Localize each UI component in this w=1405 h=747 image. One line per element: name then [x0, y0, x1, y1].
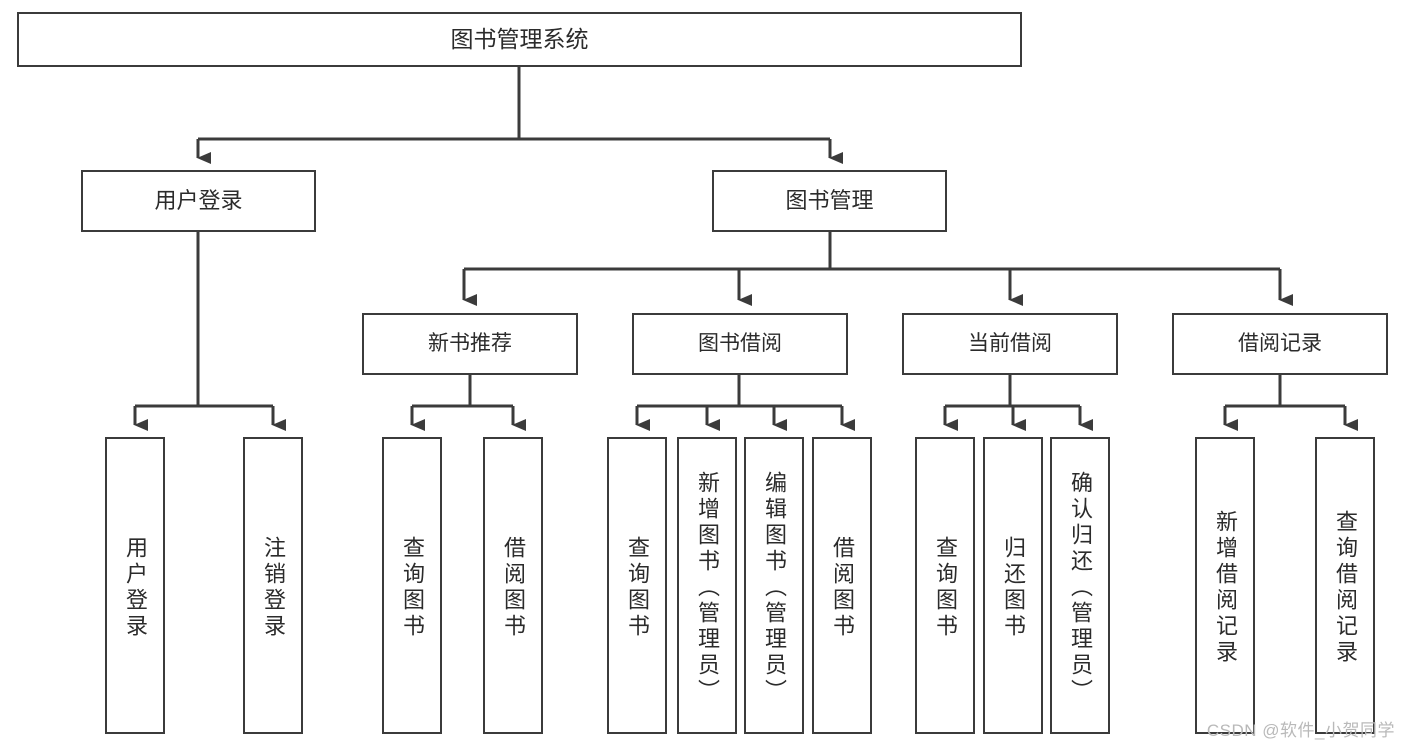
- leaf-add-book-label: 新增图书（管理员）: [695, 470, 720, 705]
- leaf-query-record-label: 查询借阅记录: [1333, 509, 1358, 666]
- leaf-user-logout-label: 注销登录: [261, 535, 286, 640]
- leaf-borrow-book-1[interactable]: 借阅图书: [483, 437, 543, 734]
- leaf-user-login[interactable]: 用户登录: [105, 437, 165, 734]
- node-book-borrow[interactable]: 图书借阅: [632, 313, 848, 375]
- leaf-confirm-return-label: 确认归还（管理员）: [1068, 470, 1093, 705]
- leaf-add-record-label: 新增借阅记录: [1213, 509, 1238, 666]
- leaf-edit-book[interactable]: 编辑图书（管理员）: [744, 437, 804, 734]
- leaf-query-book-2[interactable]: 查询图书: [607, 437, 667, 734]
- node-book-manage-label: 图书管理: [785, 188, 874, 214]
- leaf-edit-book-label: 编辑图书（管理员）: [762, 470, 787, 705]
- node-current-borrow-label: 当前借阅: [968, 331, 1052, 355]
- node-root-label: 图书管理系统: [450, 26, 589, 53]
- leaf-query-book-1[interactable]: 查询图书: [382, 437, 442, 734]
- node-book-borrow-label: 图书借阅: [698, 331, 782, 355]
- node-user-login-label: 用户登录: [154, 188, 243, 214]
- leaf-confirm-return[interactable]: 确认归还（管理员）: [1050, 437, 1110, 734]
- node-current-borrow[interactable]: 当前借阅: [902, 313, 1118, 375]
- node-borrow-record[interactable]: 借阅记录: [1172, 313, 1388, 375]
- node-root[interactable]: 图书管理系统: [17, 12, 1022, 67]
- csdn-watermark: CSDN @软件_小贺同学: [1206, 721, 1395, 740]
- leaf-borrow-book-1-label: 借阅图书: [501, 535, 526, 640]
- leaf-user-login-label: 用户登录: [123, 535, 148, 640]
- leaf-query-book-2-label: 查询图书: [625, 535, 650, 640]
- leaf-borrow-book-2[interactable]: 借阅图书: [812, 437, 872, 734]
- leaf-return-book-label: 归还图书: [1001, 535, 1026, 640]
- leaf-query-book-1-label: 查询图书: [400, 535, 425, 640]
- leaf-add-book[interactable]: 新增图书（管理员）: [677, 437, 737, 734]
- leaf-return-book[interactable]: 归还图书: [983, 437, 1043, 734]
- node-new-book-recommend[interactable]: 新书推荐: [362, 313, 578, 375]
- node-user-login[interactable]: 用户登录: [81, 170, 316, 232]
- node-new-book-recommend-label: 新书推荐: [428, 331, 512, 355]
- leaf-user-logout[interactable]: 注销登录: [243, 437, 303, 734]
- leaf-borrow-book-2-label: 借阅图书: [830, 535, 855, 640]
- leaf-query-record[interactable]: 查询借阅记录: [1315, 437, 1375, 734]
- leaf-add-record[interactable]: 新增借阅记录: [1195, 437, 1255, 734]
- node-borrow-record-label: 借阅记录: [1238, 331, 1322, 355]
- leaf-query-book-3[interactable]: 查询图书: [915, 437, 975, 734]
- node-book-manage[interactable]: 图书管理: [712, 170, 947, 232]
- leaf-query-book-3-label: 查询图书: [933, 535, 958, 640]
